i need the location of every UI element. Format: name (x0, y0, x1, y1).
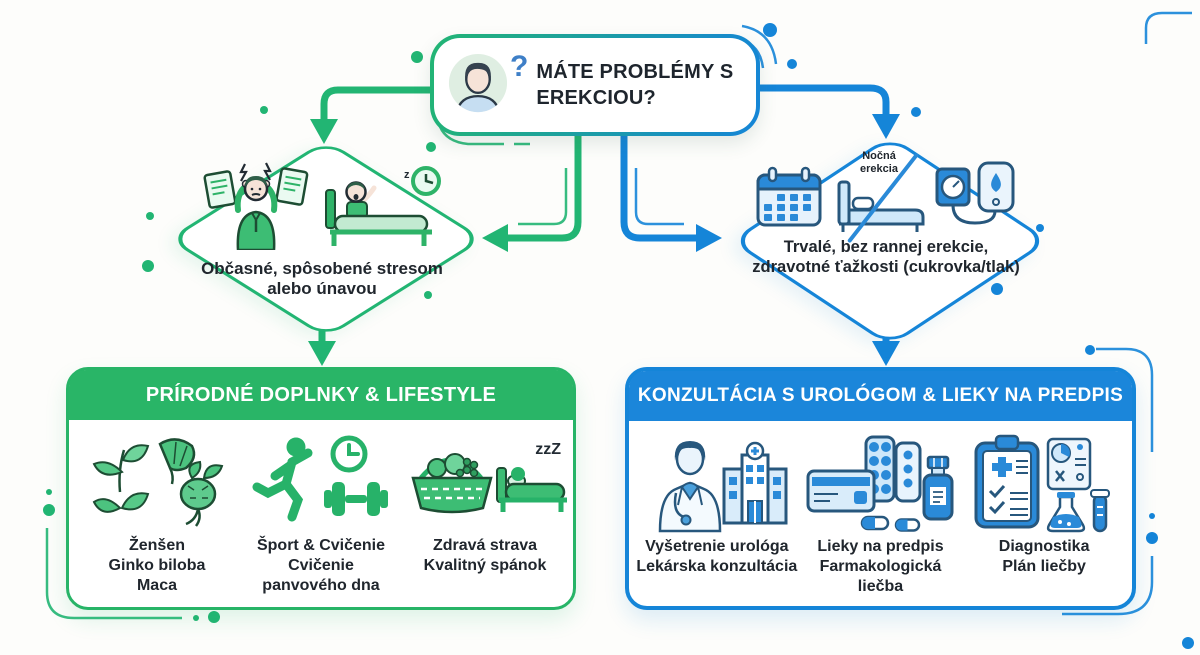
connector-mid-to-left-diamond (506, 134, 582, 242)
question-mark-icon: ? (510, 50, 529, 83)
food-sleep-icon: zzZ (399, 432, 571, 532)
caption-urologist: Vyšetrenie urológa Lekárska konzultácia (636, 538, 798, 575)
diagnostics-icon (968, 433, 1120, 533)
outcome-item-medication: Lieky na predpis Farmakologická liečba (799, 433, 961, 597)
sleep-zzz-glyphs: zzZ (535, 441, 561, 458)
blood-pressure-icon (933, 157, 1019, 234)
sport-icon (246, 432, 396, 532)
no-morning-erection-icon: Nočná erekcia (833, 150, 925, 244)
outcome-medical-title: KONZULTÁCIA S UROLÓGOM & LIEKY NA PREDPI… (629, 371, 1132, 421)
outcome-item-sport: Šport & Cvičenie Cvičenie panvového dna (240, 432, 402, 596)
green-dots (43, 51, 436, 623)
left-condition-label: Občasné, spôsobené stresom alebo únavou (201, 259, 443, 299)
right-condition-label: Trvalé, bez rannej erekcie, zdravotné ťa… (752, 238, 1020, 277)
sleep-z-glyph: z (404, 169, 410, 181)
outcome-item-food-sleep: zzZ Zdravá strava Kvalitný spánok (404, 432, 567, 576)
blue-arrowheads (696, 114, 900, 366)
outcome-box-medical: KONZULTÁCIA S UROLÓGOM & LIEKY NA PREDPI… (625, 367, 1136, 610)
medication-icon (804, 433, 956, 533)
tired-in-bed-icon: z (320, 164, 444, 255)
outcome-natural-title: PRÍRODNÉ DOPLNKY & LIFESTYLE (69, 370, 573, 420)
arrowhead-right-blue (696, 224, 722, 252)
caption-food-sleep: Zdravá strava Kvalitný spánok (423, 537, 547, 574)
urologist-icon (642, 433, 792, 533)
caption-sport: Šport & Cvičenie Cvičenie panvového dna (256, 537, 385, 594)
arrowhead-down-blue-1 (872, 114, 900, 139)
connector-start-to-left-diamond (320, 86, 444, 120)
calendar-icon (753, 165, 825, 234)
left-condition-content: z Občasné, spôsobené stresom alebo únavo… (196, 160, 448, 300)
outcome-item-urologist: Vyšetrenie urológa Lekárska konzultácia (636, 433, 798, 577)
outcome-item-diagnostics: Diagnostika Plán liečby (963, 433, 1125, 577)
outcome-box-natural: PRÍRODNÉ DOPLNKY & LIFESTYLE (66, 367, 576, 610)
right-condition-content: Nočná erekcia (752, 150, 1020, 278)
person-avatar-icon (448, 53, 508, 118)
crossed-out-label: Nočná erekcia (860, 150, 898, 175)
caption-medication: Lieky na predpis Farmakologická liečba (817, 538, 944, 595)
outcome-item-supplements: Ženšen Ginko biloba Maca (76, 432, 238, 596)
caption-supplements: Ženšen Ginko biloba Maca (108, 537, 206, 594)
connector-mid-to-right-diamond (620, 134, 698, 242)
connector-start-to-right-diamond (758, 84, 890, 115)
green-arrowheads (308, 119, 508, 366)
herbs-icon (90, 432, 224, 532)
start-question-text: MÁTE PROBLÉMY S EREKCIOU? (536, 61, 734, 109)
arrowhead-left-green (482, 224, 508, 252)
arrowhead-down-blue-2 (872, 341, 900, 366)
blue-dots (763, 23, 1194, 649)
stressed-person-icon (200, 160, 312, 255)
caption-diagnostics: Diagnostika Plán liečby (998, 538, 1090, 575)
arrowhead-down-green-2 (308, 341, 336, 366)
start-question-node: ? MÁTE PROBLÉMY S EREKCIOU? (430, 34, 760, 136)
arrowhead-down-green-1 (310, 119, 338, 144)
